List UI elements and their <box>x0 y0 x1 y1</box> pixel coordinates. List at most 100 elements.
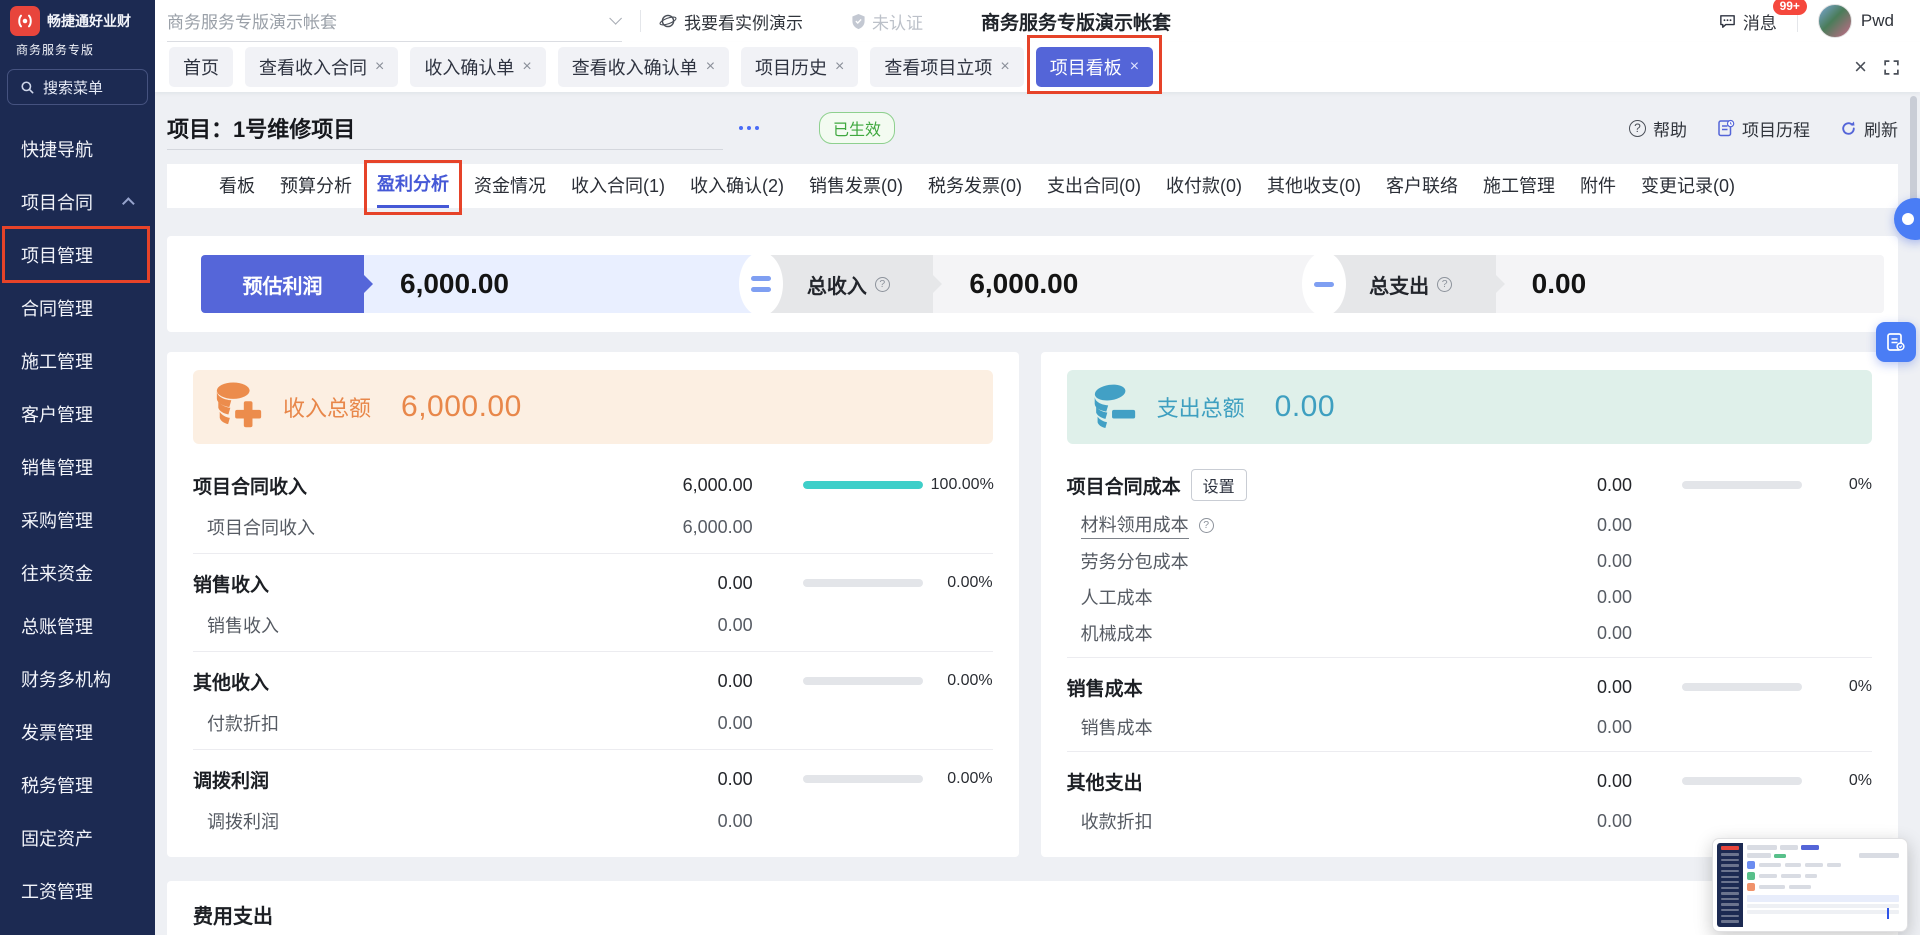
subtab[interactable]: 盈利分析 <box>364 160 462 215</box>
tab[interactable]: 项目看板 <box>1026 35 1163 94</box>
section-head-row: 其他支出 0.00 0% <box>1066 770 1872 794</box>
help-button[interactable]: 帮助 <box>1629 116 1687 141</box>
sidebar-item[interactable]: 销售管理 <box>21 457 93 478</box>
fullscreen-icon[interactable] <box>1883 59 1900 76</box>
account-set-select-value: 商务服务专版演示帐套 <box>167 13 337 32</box>
section-head-row: 销售成本 0.00 0% <box>1066 676 1872 700</box>
income-panel-title: 收入总额 <box>283 396 372 421</box>
progress-bar <box>1682 683 1802 691</box>
certification-label: 未认证 <box>872 13 923 33</box>
progress-percent: 0% <box>1848 476 1872 493</box>
metric-total-income: 总收入 6,000.00 <box>763 255 1322 313</box>
sidebar-item[interactable]: 财务多机构 <box>21 669 111 690</box>
expense-panel-header: 支出总额 0.00 <box>1066 370 1872 444</box>
close-all-tabs-icon[interactable] <box>1854 56 1867 78</box>
tab-close-icon[interactable] <box>1000 58 1009 76</box>
subtab[interactable]: 其他收支(0) <box>1267 176 1361 196</box>
expense-section: 其他支出 0.00 0% <box>1067 752 1872 845</box>
sidebar-item[interactable]: 施工管理 <box>21 351 93 372</box>
income-section: 调拨利润 0.00 0.00% <box>193 750 993 847</box>
progress-percent: 0% <box>1848 772 1872 789</box>
refresh-icon <box>1840 120 1857 137</box>
subtab[interactable]: 收付款(0) <box>1166 176 1242 196</box>
info-icon[interactable] <box>1437 276 1453 292</box>
floating-feedback-button[interactable] <box>1876 322 1916 362</box>
refresh-button[interactable]: 刷新 <box>1840 116 1898 141</box>
subtab[interactable]: 收入确认(2) <box>690 176 784 196</box>
section-children: 销售成本 0.00 <box>1067 709 1872 745</box>
screen-preview-thumbnail[interactable] <box>1712 838 1908 932</box>
tab[interactable]: 查看项目立项 <box>870 47 1024 87</box>
tab-close-icon[interactable] <box>835 58 844 76</box>
messages-button[interactable]: 消息 99+ <box>1718 0 1807 34</box>
more-options-icon[interactable] <box>739 126 759 130</box>
account-set-select[interactable]: 商务服务专版演示帐套 <box>167 1 622 42</box>
sidebar-item[interactable]: 快捷导航 <box>21 139 93 160</box>
income-panel: 收入总额 6,000.00 项目合同收入 6,000.00 <box>167 352 1019 857</box>
sidebar-item[interactable]: 采购管理 <box>21 510 93 531</box>
expense-sections: 项目合同成本 设置 0.00 0% <box>1066 456 1872 845</box>
sidebar-item[interactable]: 合同管理 <box>21 298 93 319</box>
sidebar-item[interactable]: 工资管理 <box>21 881 93 902</box>
metrics-strip: 预估利润 6,000.00 总收入 6,000.00 总支出 <box>167 236 1898 332</box>
certification-status[interactable]: 未认证 <box>851 9 923 34</box>
sidebar-item[interactable]: 往来资金 <box>21 563 93 584</box>
topbar: 商务服务专版演示帐套 我要看实例演示 <box>155 0 1920 42</box>
tab[interactable]: 收入确认单 <box>410 47 546 87</box>
tab-close-icon[interactable] <box>375 58 384 76</box>
demo-link-label: 我要看实例演示 <box>684 13 803 33</box>
tab[interactable]: 查看收入合同 <box>245 47 399 87</box>
section-children: 材料领用成本 0.00 <box>1067 507 1872 651</box>
sidebar-item[interactable]: 客户管理 <box>21 404 93 425</box>
info-icon[interactable] <box>1198 517 1214 533</box>
sidebar-nav: 快捷导航 项目合同 项目管理 合同管理 <box>0 122 155 917</box>
tab[interactable]: 查看收入确认单 <box>557 47 730 87</box>
subtab[interactable]: 看板 <box>219 176 255 196</box>
sidebar-item[interactable]: 税务管理 <box>21 775 93 796</box>
sidebar-item[interactable]: 总账管理 <box>21 616 93 637</box>
section-children: 收款折扣 0.00 <box>1067 803 1872 839</box>
subtab[interactable]: 附件 <box>1580 176 1616 196</box>
subtab[interactable]: 变更记录(0) <box>1641 176 1735 196</box>
section-children: 销售收入 0.00 <box>193 605 993 645</box>
demo-link[interactable]: 我要看实例演示 <box>659 9 803 34</box>
tab-close-icon[interactable] <box>522 58 531 76</box>
user-avatar[interactable] <box>1817 4 1852 38</box>
tab-close-icon[interactable] <box>1130 58 1139 76</box>
sidebar-item[interactable]: 项目合同 <box>0 175 155 228</box>
tab[interactable]: 项目历史 <box>741 47 859 87</box>
settings-button[interactable]: 设置 <box>1190 469 1247 501</box>
user-name[interactable]: Pwd <box>1860 11 1894 30</box>
section-head-row: 其他收入 0.00 0.00% <box>193 670 993 694</box>
vertical-scrollbar[interactable] <box>1910 96 1917 208</box>
expense-panel-title: 支出总额 <box>1156 396 1245 421</box>
sidebar: 畅捷通好业财 商务服务专版 搜索菜单 快捷导航 项目合同 <box>0 0 155 935</box>
project-subtabs: 看板 预算分析 盈利分析 资金情况 收入合同(1) <box>167 160 1898 215</box>
progress-percent: 0% <box>1848 678 1872 695</box>
progress-bar <box>802 579 923 587</box>
subtab[interactable]: 客户联络 <box>1386 176 1458 196</box>
section-child-row: 销售收入 0.00 <box>207 614 753 637</box>
project-history-button[interactable]: 项目历程 <box>1717 116 1810 141</box>
subtab[interactable]: 税务发票(0) <box>928 176 1022 196</box>
subtab[interactable]: 施工管理 <box>1483 176 1555 196</box>
subtab[interactable]: 资金情况 <box>474 176 546 196</box>
sidebar-item[interactable]: 发票管理 <box>21 722 93 743</box>
subtab[interactable]: 收入合同(1) <box>571 176 665 196</box>
tab[interactable]: 首页 <box>169 47 233 87</box>
subtab[interactable]: 销售发票(0) <box>809 176 903 196</box>
subtab[interactable]: 支出合同(0) <box>1047 176 1141 196</box>
subtab[interactable]: 预算分析 <box>280 176 352 196</box>
brand-subtitle: 商务服务专版 <box>16 43 95 57</box>
project-title: 项目：1号维修项目 <box>167 116 356 142</box>
total-expense-label: 总支出 <box>1325 255 1496 313</box>
tab-close-icon[interactable] <box>706 58 715 76</box>
search-icon <box>20 80 35 95</box>
page-content: 项目：1号维修项目 已生效 帮助 <box>155 92 1920 935</box>
info-icon[interactable] <box>874 276 890 292</box>
sidebar-item[interactable]: 固定资产 <box>21 828 93 849</box>
brand-title: 畅捷通好业财 <box>47 13 131 29</box>
project-select[interactable]: 项目：1号维修项目 <box>167 106 723 150</box>
menu-search[interactable]: 搜索菜单 <box>7 69 148 105</box>
sidebar-item[interactable]: 项目管理 <box>0 226 155 283</box>
